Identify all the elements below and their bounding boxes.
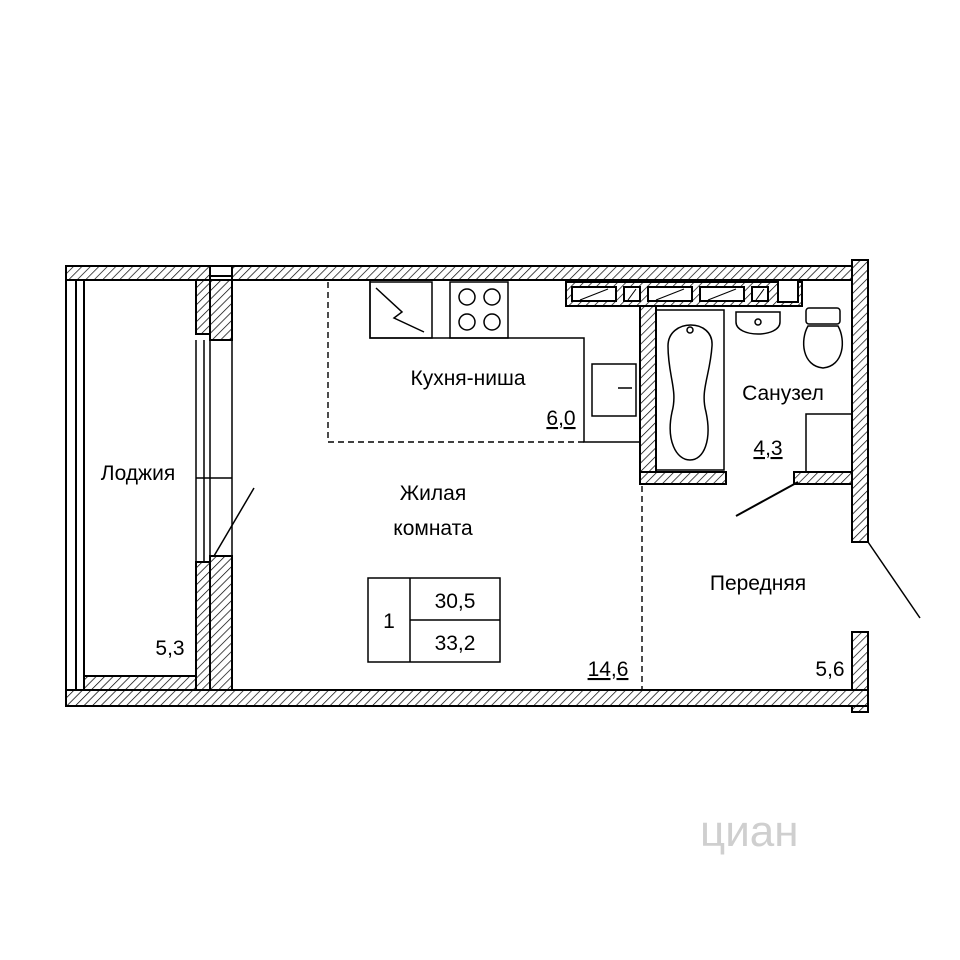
summary-table bbox=[367, 577, 501, 663]
sink-icon bbox=[591, 363, 637, 417]
bathtub-icon bbox=[655, 309, 725, 471]
balcony-door bbox=[195, 340, 255, 562]
bathroom-fixtures bbox=[735, 307, 853, 473]
ventilation-strip bbox=[565, 279, 803, 307]
washing-machine-icon bbox=[805, 413, 853, 473]
entrance-door bbox=[867, 541, 921, 619]
kitchen-counter bbox=[369, 280, 641, 443]
toilet-icon bbox=[805, 307, 841, 325]
loggia-name: Лоджия bbox=[101, 462, 175, 485]
living-area: 14,6 bbox=[588, 658, 629, 681]
bathroom-area: 4,3 bbox=[753, 437, 782, 460]
kitchen-area: 6,0 bbox=[546, 407, 575, 430]
living-name-line2: комната bbox=[393, 517, 473, 540]
living-total: 30,5 bbox=[435, 590, 476, 613]
fridge-icon bbox=[369, 281, 433, 339]
hallway-area: 5,6 bbox=[815, 658, 844, 681]
living-name-line1: Жилая bbox=[400, 482, 466, 505]
kitchen-name: Кухня-ниша bbox=[410, 367, 525, 390]
stove-icon bbox=[449, 281, 509, 339]
loggia-area: 5,3 bbox=[155, 637, 184, 660]
outer-walls bbox=[65, 259, 869, 713]
rooms-count: 1 bbox=[383, 610, 395, 633]
total-area: 33,2 bbox=[435, 632, 476, 655]
hallway-name: Передняя bbox=[710, 572, 806, 595]
bathroom-walls bbox=[639, 305, 853, 517]
kitchen-niche-outline bbox=[327, 282, 584, 443]
bathroom-name: Санузел bbox=[742, 382, 824, 405]
washbasin-icon bbox=[735, 311, 781, 335]
watermark-text: циан bbox=[700, 807, 799, 856]
